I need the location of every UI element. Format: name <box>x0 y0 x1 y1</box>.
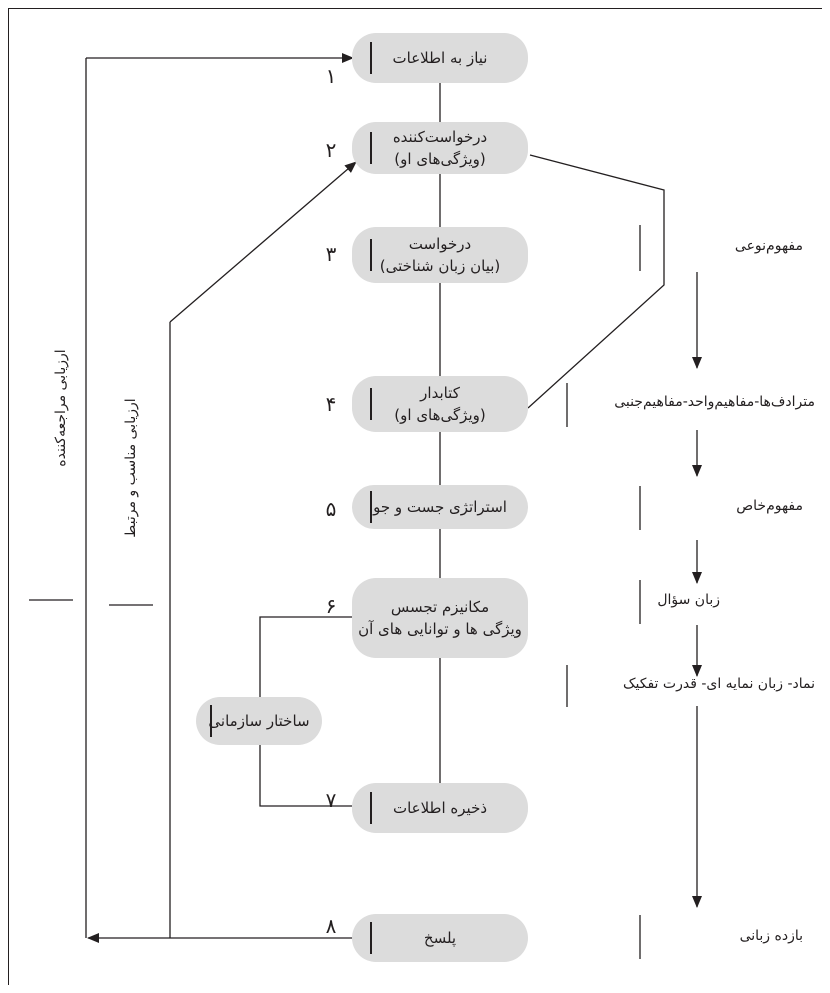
step-number: ۷ <box>325 788 337 812</box>
step-number: ۸ <box>325 914 337 938</box>
label-notation: نماد- زبان نمایه ای- قدرت تفکیک <box>622 676 815 692</box>
node-librarian: کتابدار (ویژگی‌های او) <box>352 376 528 432</box>
node-response: پلسخ <box>352 914 528 962</box>
node-requester: درخواست‌کننده (ویژگی‌های او) <box>352 122 528 174</box>
step-number: ۴ <box>325 392 337 416</box>
label-specific-concept: مفهوم‌خاص <box>736 498 803 514</box>
node-request: درخواست (بیان زبان شناختی) <box>352 227 528 283</box>
label-generic-concept: مفهوم‌نوعی <box>734 238 803 254</box>
node-information-need: نیاز به اطلاعات <box>352 33 528 83</box>
step-number: ۵ <box>325 497 337 521</box>
diagram-frame <box>8 8 822 985</box>
node-search-mechanism: مکانیزم تجسس ویژگی ها و توانایی های آن <box>352 578 528 658</box>
step-number: ۲ <box>325 138 337 162</box>
label-query-language: زبان سؤال <box>657 592 720 608</box>
step-number: ۳ <box>325 242 337 266</box>
step-number: ۱ <box>325 64 337 88</box>
label-relevance-evaluation: ارزیابی مناسب و مرتبط <box>123 398 139 538</box>
label-synonyms: مترادف‌ها-مفاهیم‌واحد-مفاهیم‌جنبی <box>614 394 815 410</box>
node-search-strategy: استراتژی جست و جو <box>352 485 528 529</box>
label-requester-evaluation: ارزیابی مراجعه‌کننده <box>53 349 69 467</box>
node-information-storage: ذخیره اطلاعات <box>352 783 528 833</box>
step-number: ۶ <box>325 594 337 618</box>
node-org-structure: ساختار سازمانی <box>196 697 322 745</box>
inner-loop-diagonal <box>169 161 357 323</box>
concept-link <box>527 154 665 409</box>
label-language-output: بازده زبانی <box>739 928 803 944</box>
